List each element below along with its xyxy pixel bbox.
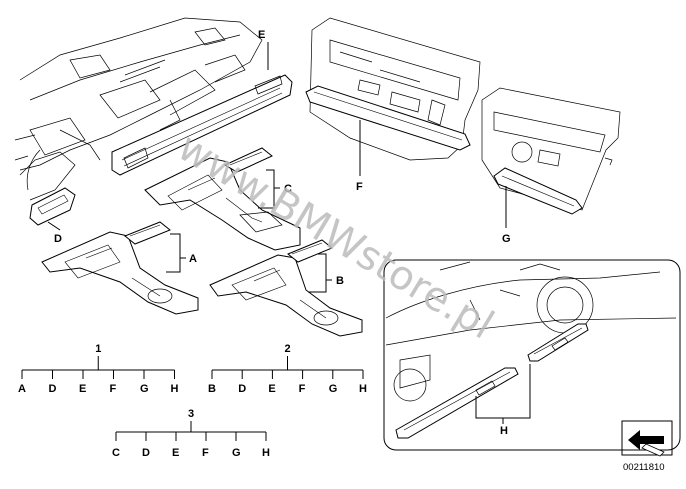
diagram-number: 00211810 (623, 462, 665, 473)
label-h: H (500, 425, 508, 437)
tree-leaf-label[interactable]: H (171, 383, 179, 395)
arrow-pointer-icon (621, 420, 673, 457)
label-e: E (258, 29, 265, 41)
tree-leaf-label[interactable]: E (172, 447, 179, 459)
tree-leaf-label[interactable]: E (79, 383, 86, 395)
label-a: A (189, 253, 197, 265)
door-panel-g (481, 87, 621, 211)
tree-leaf-label[interactable]: F (110, 383, 117, 395)
sill-strip-h-front[interactable] (395, 367, 519, 439)
door-trim-strip-g[interactable] (493, 167, 583, 215)
label-g: G (502, 233, 511, 245)
dashboard-illustration (14, 17, 263, 201)
tree-leaf-label[interactable]: H (359, 383, 367, 395)
tree-leaf-label[interactable]: E (268, 383, 275, 395)
tree-leaf-label[interactable]: F (299, 383, 306, 395)
tree-2: 2B D E F G H (208, 343, 367, 395)
tree-leaf-label[interactable]: H (262, 447, 270, 459)
sill-strip-h-rear[interactable] (527, 323, 589, 362)
door-trim-strip-f[interactable] (305, 85, 471, 151)
tree-number: 2 (285, 343, 291, 355)
tree-leaf-label[interactable]: G (140, 383, 149, 395)
label-d: D (54, 233, 62, 245)
tree-leaf-label[interactable]: D (238, 383, 246, 395)
label-b: B (336, 275, 344, 287)
tree-leaf-label[interactable]: B (208, 383, 216, 395)
tree-1: 1A D E F G H (18, 343, 179, 395)
tree-number: 1 (95, 343, 101, 355)
trim-strip-e[interactable] (111, 74, 293, 176)
tree-leaf-label[interactable]: C (112, 447, 120, 459)
console-trim-c[interactable] (144, 147, 301, 251)
console-trim-b[interactable] (209, 239, 363, 337)
leader-lines (47, 42, 531, 424)
tree-3: 3C D E F G H (112, 408, 270, 459)
tree-number: 3 (188, 408, 194, 420)
trim-piece-d[interactable] (29, 187, 76, 226)
tree-leaf-label[interactable]: F (202, 447, 209, 459)
tree-leaf-label[interactable]: D (142, 447, 150, 459)
label-c: C (284, 183, 292, 195)
console-trim-a[interactable] (41, 221, 199, 315)
assembly-trees: 1A D E F G H 2B D E F G H 3C D E F G H (18, 343, 367, 459)
tree-leaf-label[interactable]: D (49, 383, 57, 395)
label-f: F (356, 181, 363, 193)
tree-leaf-label[interactable]: A (18, 383, 26, 395)
tree-leaf-label[interactable]: G (329, 383, 338, 395)
tree-leaf-label[interactable]: G (232, 447, 241, 459)
